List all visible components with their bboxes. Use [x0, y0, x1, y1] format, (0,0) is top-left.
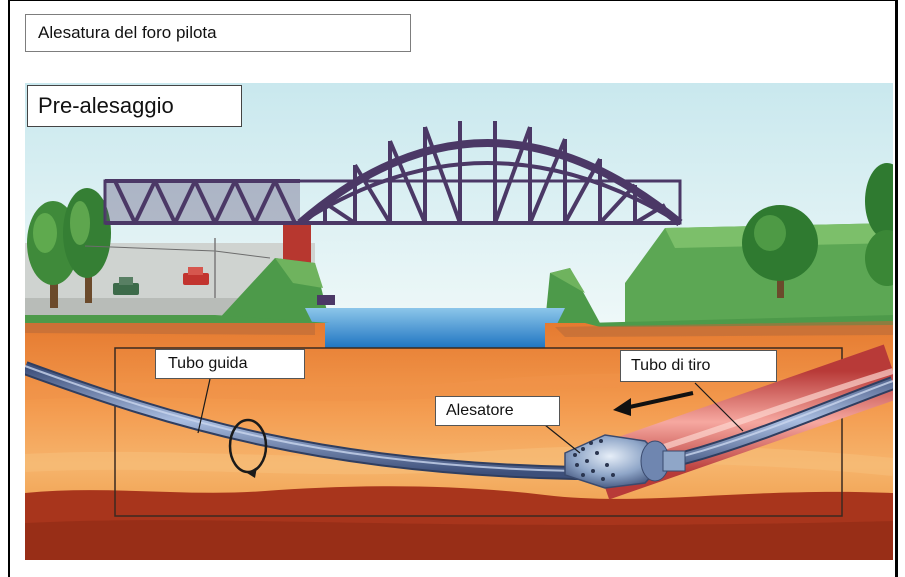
stage-title: Pre-alesaggio	[27, 85, 242, 127]
leader-alesatore	[544, 424, 581, 454]
rotation-arrow-icon	[228, 418, 268, 474]
diagram-title: Alesatura del foro pilota	[25, 14, 411, 52]
car-green	[113, 277, 139, 295]
bridge	[103, 121, 683, 265]
work-area-frame	[114, 347, 843, 517]
frame-top-border	[8, 0, 898, 1]
bridge-pier	[283, 225, 311, 265]
car-red	[183, 267, 209, 285]
leader-tubo-guida	[197, 378, 211, 434]
right-trees	[742, 163, 893, 298]
reamer	[564, 434, 686, 489]
left-trees	[27, 188, 111, 308]
label-reamer: Alesatore	[435, 396, 560, 426]
label-pull-pipe: Tubo di tiro	[620, 350, 777, 382]
river-water	[305, 308, 565, 348]
frame-right-border	[895, 0, 898, 577]
hdd-crossing-illustration	[25, 83, 893, 560]
label-pilot-pipe: Tubo guida	[155, 349, 305, 379]
pull-direction-arrow-icon	[613, 391, 694, 416]
frame-left-border	[8, 0, 10, 577]
leader-tubo-tiro	[694, 382, 744, 432]
